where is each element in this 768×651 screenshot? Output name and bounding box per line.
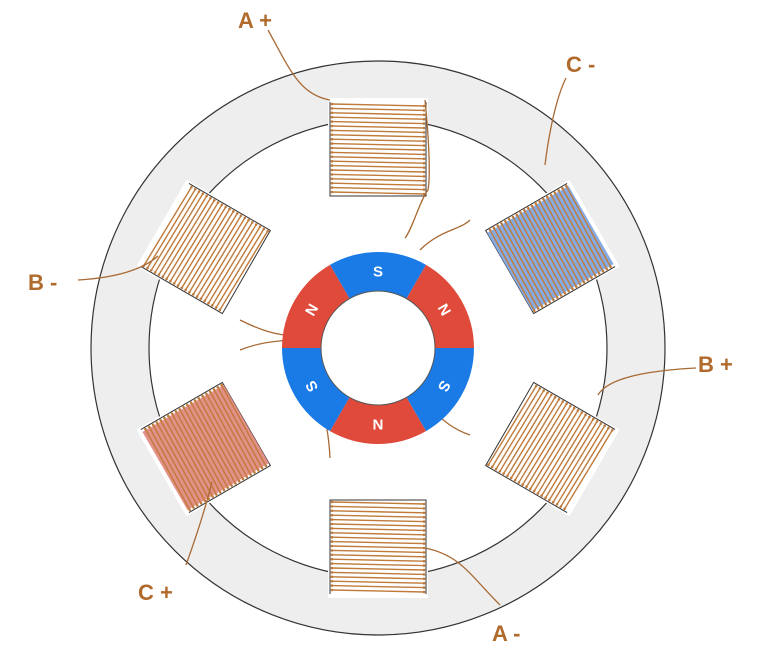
coil-c-plus: [136, 355, 315, 517]
coil-c-minus: [441, 179, 620, 341]
rotor-pole-top: [330, 252, 426, 299]
lead-wire: [597, 367, 697, 396]
label-b-minus: B -: [28, 270, 57, 295]
rotor-pole-bottom: [330, 397, 426, 444]
pole-letter-bottom: N: [373, 416, 384, 433]
lead-wire: [185, 481, 213, 566]
label-a-plus: A +: [238, 8, 272, 33]
lead-wire: [77, 255, 159, 281]
rotor-pole-lower-right: [406, 348, 474, 432]
rotor-pole-upper-right: [406, 264, 474, 348]
coil-b-minus: [136, 179, 315, 341]
coils: [136, 98, 620, 598]
coil-labels: A + C - B + A - C + B -: [28, 8, 733, 646]
label-a-minus: A -: [492, 621, 521, 646]
lead-wire: [419, 219, 471, 251]
lead-wire: [267, 29, 331, 101]
coil-a-minus: [328, 450, 428, 598]
lead-wire: [544, 77, 567, 166]
pole-letter-top: S: [373, 264, 383, 281]
label-c-plus: C +: [138, 580, 173, 605]
label-b-plus: B +: [698, 352, 733, 377]
lead-wire: [404, 99, 430, 239]
rotor-shaft-hole: [320, 290, 436, 406]
rotor-pole-upper-left: [282, 264, 350, 348]
label-c-minus: C -: [566, 52, 595, 77]
coil-b-plus: [441, 355, 620, 517]
coil-a-plus: [328, 98, 428, 246]
rotor-pole-lower-left: [282, 348, 350, 432]
lead-wire: [424, 547, 501, 606]
